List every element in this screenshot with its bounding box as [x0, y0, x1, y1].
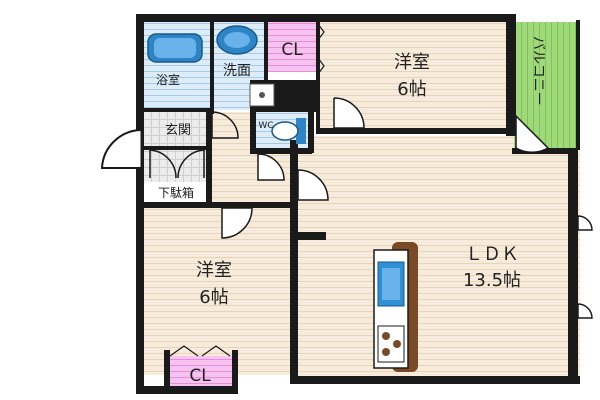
western-north-door [333, 97, 365, 129]
room-label-ldk: ＬＤＫ [465, 244, 519, 265]
ldk-floor [295, 136, 580, 382]
closet-north-floor [266, 22, 318, 72]
closet-south-door-right [201, 345, 231, 357]
toilet-tank [296, 118, 306, 144]
ldk-door [297, 169, 329, 201]
washroom-door [211, 111, 239, 139]
western-south-floor [143, 205, 293, 375]
room-label-western-south: 洋室 [196, 260, 232, 281]
room-label-western-north: 洋室 [394, 52, 430, 73]
room-size-western-south: 6帖 [199, 287, 228, 308]
ldk-window-east-1 [577, 215, 593, 231]
room-label-toilet: WC [258, 121, 273, 131]
room-label-closet-north: CL [281, 40, 303, 60]
wash-basin-inner [224, 32, 250, 48]
drain-icon [259, 92, 265, 98]
room-label-washroom: 洗面 [223, 63, 251, 79]
entrance-inner-door-right [177, 149, 205, 179]
western-south-door [221, 207, 253, 239]
entrance-step [144, 146, 208, 150]
room-size-western-north: 6帖 [397, 79, 426, 100]
closet-north-door [317, 23, 325, 75]
kitchen-sink-inner [382, 268, 400, 300]
walls [136, 14, 580, 394]
ldk-window-east-2 [577, 303, 593, 319]
balcony-door [515, 114, 550, 154]
toilet-door [257, 153, 285, 181]
closet-south-floor [168, 356, 232, 390]
toilet-bowl [271, 121, 299, 141]
room-label-balcony: バルコニー [530, 36, 546, 106]
stove-burner-icon [382, 348, 390, 356]
entrance-door-swing [100, 128, 143, 169]
bathtub-inner [154, 38, 196, 58]
room-size-ldk: 13.5帖 [463, 270, 521, 291]
shoe-box-area [142, 182, 210, 204]
room-label-closet-south: CL [189, 366, 211, 386]
stove-burner-icon [382, 332, 390, 340]
closet-south-door-left [169, 345, 199, 357]
room-label-bath: 浴室 [156, 72, 180, 87]
room-label-entrance: 玄関 [165, 123, 191, 138]
room-label-shoe-box: 下駄箱 [158, 185, 194, 200]
stove-burner-icon [393, 340, 401, 348]
entrance-inner-door-left [149, 149, 177, 179]
